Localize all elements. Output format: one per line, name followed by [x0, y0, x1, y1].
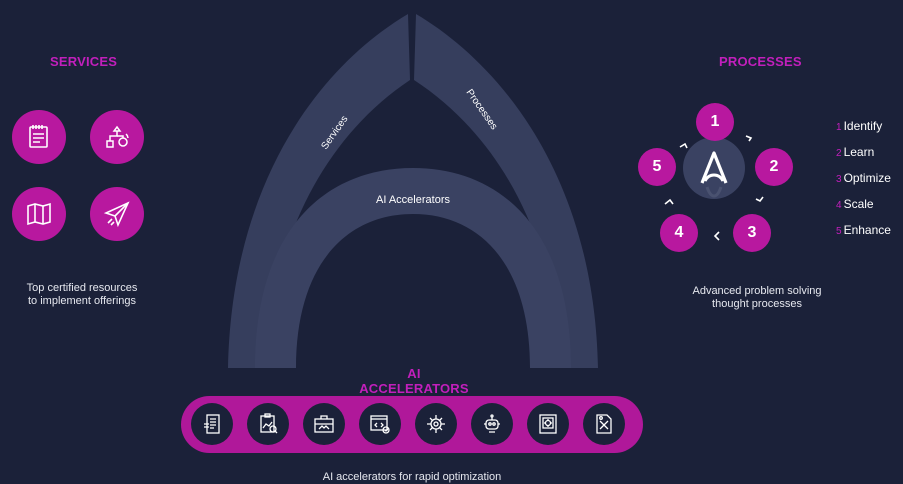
- legend-label: Optimize: [843, 171, 891, 185]
- document-list-icon: [204, 414, 220, 434]
- process-step-4: 4: [660, 214, 698, 252]
- process-logo: [683, 137, 745, 199]
- process-step-3: 3: [733, 214, 771, 252]
- notepad-icon: [29, 125, 48, 148]
- legend-number: 5: [836, 226, 842, 237]
- map-icon: [27, 202, 51, 226]
- processes-caption-line1: Advanced problem solving: [692, 285, 822, 297]
- services-caption: Top certified resources to implement off…: [12, 282, 152, 308]
- legend-number: 1: [836, 122, 842, 133]
- accelerator-tile-5: [415, 403, 457, 445]
- analytics-clipboard-icon: [260, 413, 278, 434]
- arch-inner-label: AI Accelerators: [376, 194, 450, 206]
- accelerator-tile-3: [303, 403, 345, 445]
- virus-scan-icon: [427, 415, 445, 433]
- service-tile-map: [12, 187, 66, 241]
- tablet-settings-icon: [539, 414, 557, 434]
- services-caption-line2: to implement offerings: [27, 295, 137, 307]
- services-caption-line1: Top certified resources: [26, 282, 138, 294]
- process-step-5: 5: [638, 148, 676, 186]
- process-step-1: 1: [696, 103, 734, 141]
- processes-caption: Advanced problem solving thought process…: [672, 285, 842, 311]
- service-tile-notepad: [12, 110, 66, 164]
- processes-heading: PROCESSES: [719, 54, 802, 69]
- accelerator-tile-1: [191, 403, 233, 445]
- tools-document-icon: [596, 414, 612, 434]
- accelerator-tile-7: [527, 403, 569, 445]
- code-window-icon: [370, 415, 390, 434]
- service-tile-network: [90, 110, 144, 164]
- legend-number: 2: [836, 148, 842, 159]
- accelerator-tile-8: [583, 403, 625, 445]
- legend-label: Enhance: [843, 223, 891, 237]
- legend-label: Identify: [843, 119, 883, 133]
- service-tile-plane: [90, 187, 144, 241]
- processes-caption-line2: thought processes: [712, 298, 802, 310]
- services-heading: SERVICES: [50, 54, 118, 69]
- legend-label: Learn: [843, 145, 875, 159]
- accelerators-heading: AI ACCELERATORS: [359, 366, 469, 396]
- robot-icon: [484, 414, 500, 433]
- accelerator-tile-2: [247, 403, 289, 445]
- accelerators-caption: AI accelerators for rapid optimization: [322, 471, 502, 483]
- process-connectors: [664, 135, 764, 241]
- logo-a-icon: [700, 151, 728, 198]
- process-step-2: 2: [755, 148, 793, 186]
- legend-number: 4: [836, 200, 842, 211]
- network-flow-icon: [106, 125, 129, 148]
- accelerator-tile-4: [359, 403, 401, 445]
- accelerator-tile-6: [471, 403, 513, 445]
- legend-label: Scale: [843, 197, 874, 211]
- legend-number: 3: [836, 174, 842, 185]
- paper-plane-icon: [103, 201, 130, 228]
- ai-accelerators-arch-segment: [255, 168, 571, 368]
- toolbox-icon: [314, 415, 334, 433]
